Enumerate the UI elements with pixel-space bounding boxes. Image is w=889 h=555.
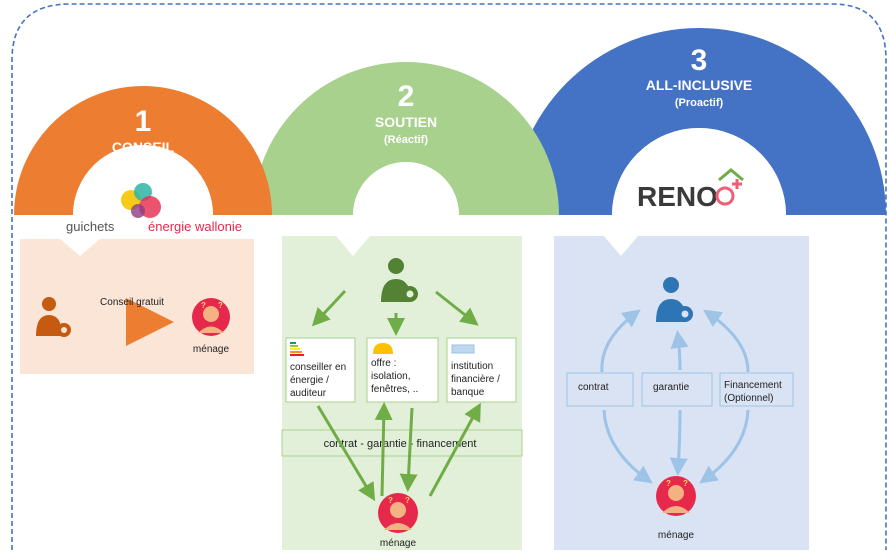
box-bank-line2: financière / <box>451 374 500 385</box>
helmet-icon <box>373 343 393 354</box>
arrow-up-right <box>428 402 481 497</box>
step1-subtitle: (Réactif) <box>121 158 165 170</box>
box-guarantee <box>641 372 713 407</box>
svg-text:?: ? <box>388 496 393 505</box>
arrow-guarantee-down <box>669 409 688 476</box>
arrow-finance-down <box>699 409 750 484</box>
svg-text:énergie wallonie: énergie wallonie <box>148 219 242 234</box>
box-bank-line3: banque <box>451 387 485 398</box>
arrow-guarantee-up <box>670 330 689 371</box>
panel1-pointer <box>60 239 100 256</box>
reno-o-ring <box>715 186 735 206</box>
advisor-icon <box>36 297 71 337</box>
reno-roof-icon <box>718 168 744 182</box>
arch-allinclusive <box>512 28 886 215</box>
arch-conseil <box>14 86 272 215</box>
energy-label-icon <box>290 342 304 356</box>
svg-text:RENO: RENO <box>637 181 718 212</box>
household-label-3: ménage <box>658 530 695 541</box>
step3-number: 3 <box>691 44 708 77</box>
step3-title: ALL-INCLUSIVE <box>646 77 753 93</box>
arrow-to-auditor <box>311 289 347 327</box>
step3-subtitle: (Proactif) <box>675 97 724 109</box>
guichets-logo: guichets énergie wallonie <box>66 183 242 234</box>
step2-title: SOUTIEN <box>375 114 437 130</box>
svg-text:?: ? <box>683 479 688 488</box>
svg-text:guichets: guichets <box>66 219 115 234</box>
arrow-up-left <box>374 402 393 497</box>
box-auditor-line2: énergie / <box>290 375 329 386</box>
box-bank-line1: institution <box>451 361 493 372</box>
household-icon-2: ? ? <box>378 493 418 533</box>
step2-number: 2 <box>398 80 415 113</box>
box-offer-line1: offre : <box>371 358 396 369</box>
household-label-2: ménage <box>380 538 417 549</box>
panel3-pointer <box>604 236 638 256</box>
box-guarantee-label: garantie <box>653 382 690 393</box>
banknote-icon <box>451 344 475 354</box>
box-financing-line2: (Optionnel) <box>724 393 773 404</box>
svg-text:?: ? <box>201 301 206 310</box>
step1-title: CONSEIL <box>112 139 175 155</box>
arrow-contract-up <box>600 309 641 373</box>
box-auditor-line3: auditeur <box>290 388 327 399</box>
svg-text:?: ? <box>218 301 223 310</box>
step1-number: 1 <box>135 105 152 138</box>
box-auditor-line1: conseiller en <box>290 362 346 373</box>
household-icon-3: ? ? <box>656 476 696 516</box>
box-contract <box>566 372 634 407</box>
advice-arrow-label: Conseil gratuit <box>100 297 164 308</box>
logo-bubble-purple <box>131 204 145 218</box>
box-offer-line2: isolation, <box>371 371 410 382</box>
step2-subtitle: (Réactif) <box>384 134 428 146</box>
advisor-icon <box>381 258 418 302</box>
contract-bar <box>281 429 523 457</box>
reno-plus-icon <box>732 179 742 189</box>
box-financing <box>719 372 794 407</box>
reno-logo: RENO <box>637 168 744 212</box>
panel2-pointer <box>336 236 370 256</box>
arrow-contract-down <box>602 409 653 484</box>
arrow-to-bank <box>435 290 479 326</box>
contract-bar-label: contrat - garantie - financement <box>324 438 477 450</box>
box-contract-label: contrat <box>578 382 609 393</box>
svg-text:?: ? <box>666 479 671 488</box>
arrow-down-left <box>316 405 376 502</box>
svg-text:?: ? <box>405 496 410 505</box>
arrow-down-center <box>399 407 418 492</box>
arch-soutien <box>253 62 559 215</box>
box-financing-line1: Financement <box>724 380 782 391</box>
advisor-icon <box>656 277 693 322</box>
dashed-frame <box>11 3 887 550</box>
household-icon-1: ? ? <box>192 298 230 336</box>
box-offer-line3: fenêtres, .. <box>371 384 418 395</box>
arrow-finance-up <box>703 309 750 373</box>
household-label-1: ménage <box>193 344 230 355</box>
